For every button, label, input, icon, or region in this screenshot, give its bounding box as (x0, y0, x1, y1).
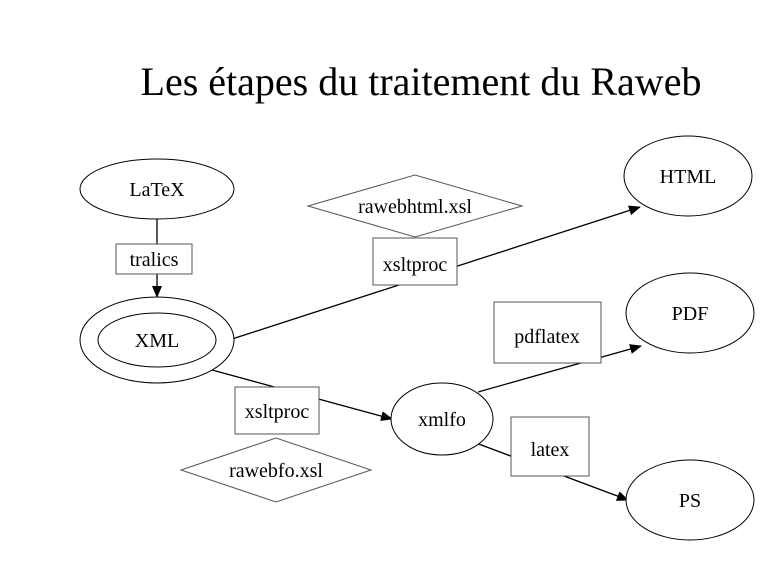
label-pdflatex-text: pdflatex (514, 326, 580, 348)
label-xsltproc-fo: xsltproc (234, 386, 320, 435)
label-tralics-text: tralics (130, 249, 179, 271)
label-xsltproc-html: xsltproc (372, 237, 458, 286)
label-rawebhtml-xsl: rawebhtml.xsl (306, 174, 524, 238)
node-latex-label: LaTeX (129, 179, 185, 201)
edge-xmlfo-pdf (477, 344, 642, 393)
node-xmlfo: xmlfo (390, 382, 494, 456)
label-tralics: tralics (115, 243, 193, 275)
label-latex-text: latex (531, 439, 570, 461)
label-rawebfo-xsl: rawebfo.xsl (179, 437, 373, 503)
node-html-label: HTML (660, 166, 717, 188)
node-xml: XML (79, 296, 235, 384)
node-ps: PS (625, 459, 755, 541)
node-xml-label: XML (135, 330, 179, 352)
node-pdf: PDF (625, 272, 755, 354)
label-xsltproc-html-text: xsltproc (383, 254, 448, 276)
label-latex: latex (510, 416, 590, 477)
label-xsltproc-fo-text: xsltproc (245, 401, 310, 423)
node-html: HTML (623, 135, 753, 217)
label-rawebfo-xsl-text: rawebfo.xsl (229, 460, 323, 482)
label-pdflatex: pdflatex (493, 301, 602, 364)
page-title: Les étapes du traitement du Raweb (140, 59, 702, 104)
node-latex: LaTeX (79, 158, 235, 220)
node-xmlfo-label: xmlfo (418, 409, 466, 431)
node-pdf-label: PDF (672, 303, 709, 325)
label-rawebhtml-xsl-text: rawebhtml.xsl (358, 196, 472, 218)
node-ps-label: PS (679, 490, 701, 512)
